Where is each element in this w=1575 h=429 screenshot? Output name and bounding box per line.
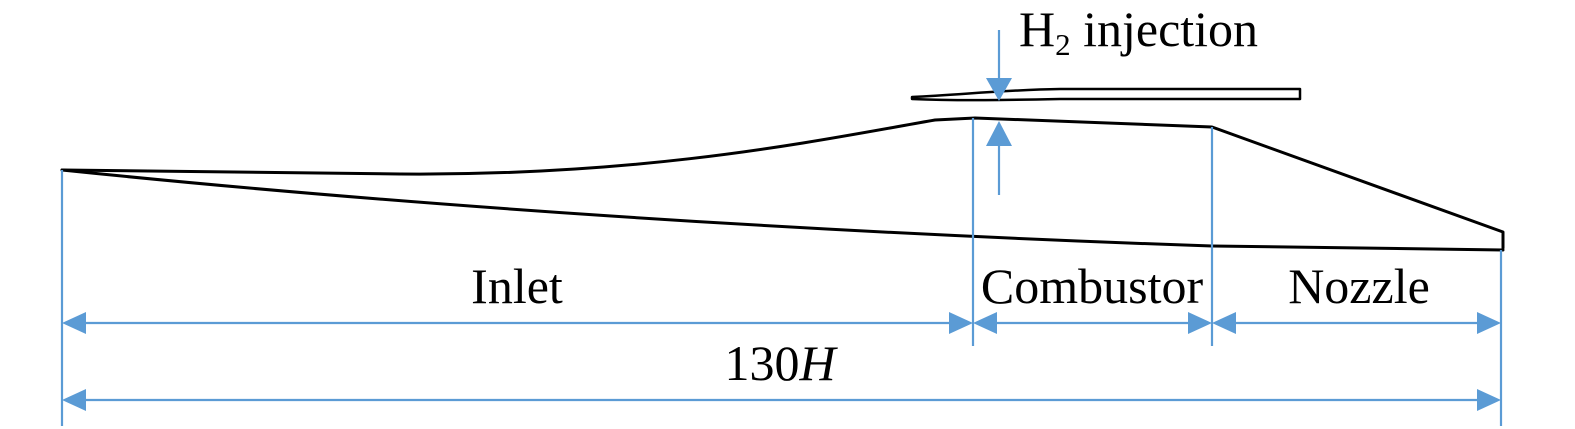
combustor-arrowhead-left xyxy=(973,312,997,334)
extension-lines xyxy=(60,118,1503,426)
total-length-number: 130 xyxy=(724,335,799,391)
upper-wall xyxy=(60,116,1505,250)
injection-label-h: H xyxy=(1019,1,1055,57)
total-arrowhead-left xyxy=(62,389,86,411)
injection-label-subscript: 2 xyxy=(1055,27,1071,62)
nozzle-label: Nozzle xyxy=(1288,258,1430,314)
lower-wall xyxy=(60,168,1505,252)
injection-arrow-bottom-head xyxy=(986,121,1012,146)
total-length-label: 130H xyxy=(724,335,838,391)
combustor-arrowhead-right xyxy=(1188,312,1212,334)
total-length-symbol: H xyxy=(798,335,838,391)
nozzle-arrowhead-right xyxy=(1477,312,1501,334)
nozzle-arrowhead-left xyxy=(1212,312,1236,334)
injection-arrow-top-head xyxy=(986,78,1012,101)
combustor-label: Combustor xyxy=(981,258,1204,314)
inlet-arrowhead-left xyxy=(62,312,86,334)
injector-plate xyxy=(910,87,1302,102)
text-labels: H2 injection Inlet Combustor Nozzle 130H xyxy=(471,1,1430,391)
section-dimension-lines xyxy=(62,312,1501,334)
inlet-arrowhead-right xyxy=(949,312,973,334)
injection-arrows xyxy=(986,30,1012,195)
injection-label: H2 injection xyxy=(1019,1,1258,62)
inlet-label: Inlet xyxy=(471,258,563,314)
engine-outline xyxy=(60,87,1505,252)
total-dimension-line xyxy=(62,389,1501,411)
injection-label-text: injection xyxy=(1071,1,1258,57)
total-arrowhead-right xyxy=(1477,389,1501,411)
